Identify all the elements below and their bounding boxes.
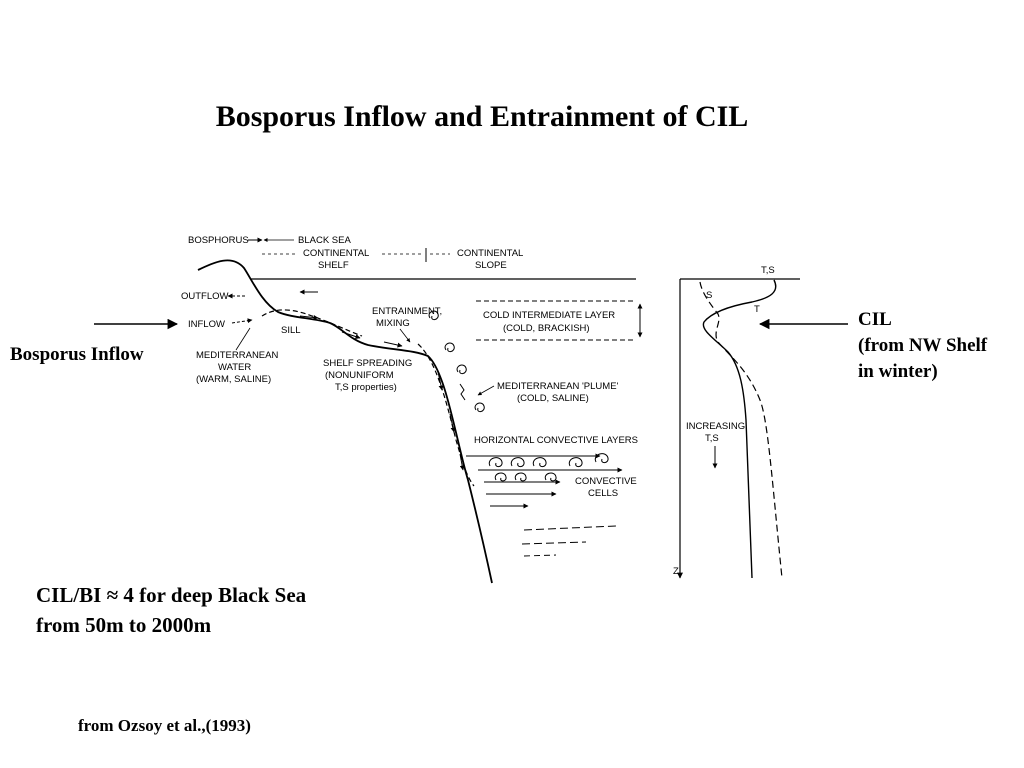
deep-layer-1 — [523, 525, 617, 531]
med-water-leader — [235, 327, 251, 351]
shelf-spreading-label-3: T,S properties) — [335, 382, 397, 393]
convective-cells-label-1: CONVECTIVE — [575, 476, 637, 487]
convective-cells — [488, 453, 609, 482]
shelf-flow-arrow-1 — [299, 315, 319, 320]
increasing-label-1: INCREASING — [686, 421, 745, 432]
shelf-flow-arrow-3 — [383, 341, 403, 348]
entrainment-label-2: MIXING — [376, 318, 410, 329]
t-curve-label: T — [754, 304, 760, 315]
z-axis-label: Z — [673, 566, 679, 577]
convective-cells-label-2: CELLS — [588, 488, 618, 499]
continental-slope-label-2: SLOPE — [475, 260, 507, 271]
cil-label-line-3: in winter) — [858, 361, 938, 382]
black-sea-label: BLACK SEA — [298, 235, 351, 246]
convective-cell-1 — [488, 457, 503, 468]
plume-label-1: MEDITERRANEAN 'PLUME' — [497, 381, 619, 392]
convective-cell-8 — [544, 472, 557, 482]
convective-cell-5 — [594, 453, 609, 464]
deep-layer-3 — [523, 554, 557, 557]
cil-box-label-2: (COLD, BRACKISH) — [503, 323, 590, 334]
horizontal-layers-label: HORIZONTAL CONVECTIVE LAYERS — [474, 435, 638, 446]
citation: from Ozsoy et al.,(1993) — [78, 716, 251, 735]
bosporus-inflow-label: Bosporus Inflow — [10, 344, 144, 365]
plume-label-leader — [477, 385, 495, 396]
shelf-spreading-label-1: SHELF SPREADING — [323, 358, 412, 369]
plume-eddy-2 — [474, 402, 485, 413]
plume-dashed-path — [417, 343, 475, 487]
shelf-flow-arrow-2 — [341, 331, 361, 339]
plume-zigzag — [459, 383, 466, 401]
inflow-dashed-path — [261, 309, 363, 337]
entrainment-leader — [399, 328, 411, 343]
increasing-label-2: T,S — [705, 433, 719, 444]
cil-label-line-1: CIL — [858, 309, 892, 330]
shelf-spreading-label-2: (NONUNIFORM — [325, 370, 394, 381]
med-water-label-3: (WARM, SALINE) — [196, 374, 271, 385]
plume-arrow-3 — [459, 453, 465, 471]
continental-shelf-label-2: SHELF — [318, 260, 349, 271]
deep-layer-2 — [521, 541, 587, 545]
convective-cell-6 — [494, 472, 507, 482]
convective-cell-3 — [532, 457, 547, 468]
seabed-profile — [197, 259, 493, 584]
plume-eddy-1 — [456, 364, 467, 375]
cil-box-label-1: COLD INTERMEDIATE LAYER — [483, 310, 615, 321]
inflow-arrow — [231, 318, 253, 324]
inflow-label: INFLOW — [188, 319, 225, 330]
cil-label: CIL (from NW Shelf in winter) — [858, 307, 987, 385]
continental-slope-label-1: CONTINENTAL — [457, 248, 523, 259]
entrainment-label-1: ENTRAINMENT, — [372, 306, 442, 317]
plume-label-2: (COLD, SALINE) — [517, 393, 589, 404]
med-water-label-2: WATER — [218, 362, 251, 373]
outflow-label: OUTFLOW — [181, 291, 229, 302]
entrainment-eddy-1 — [428, 310, 439, 321]
plume-arrow-1 — [437, 371, 444, 391]
ratio-note: CIL/BI ≈ 4 for deep Black Sea from 50m t… — [36, 580, 306, 640]
convective-cell-7 — [514, 472, 527, 482]
ratio-note-line-1: CIL/BI ≈ 4 for deep Black Sea — [36, 583, 307, 607]
convective-cell-2 — [510, 457, 525, 468]
med-water-label-1: MEDITERRANEAN — [196, 350, 278, 361]
cil-label-line-2: (from NW Shelf — [858, 335, 988, 356]
salinity-profile — [702, 279, 777, 579]
convective-cell-4 — [568, 457, 583, 468]
plume-arrow-2 — [449, 413, 456, 433]
continental-shelf-label-1: CONTINENTAL — [303, 248, 369, 259]
temperature-profile — [699, 281, 783, 579]
slide-title: Bosporus Inflow and Entrainment of CIL — [215, 100, 749, 133]
bosphorus-label: BOSPHORUS — [188, 235, 249, 246]
sill-label: SILL — [281, 325, 301, 336]
ratio-note-line-2: from 50m to 2000m — [36, 613, 212, 637]
ts-axis-label: T,S — [761, 265, 775, 276]
entrainment-eddy-2 — [444, 342, 455, 353]
s-curve-label: S — [706, 290, 712, 301]
